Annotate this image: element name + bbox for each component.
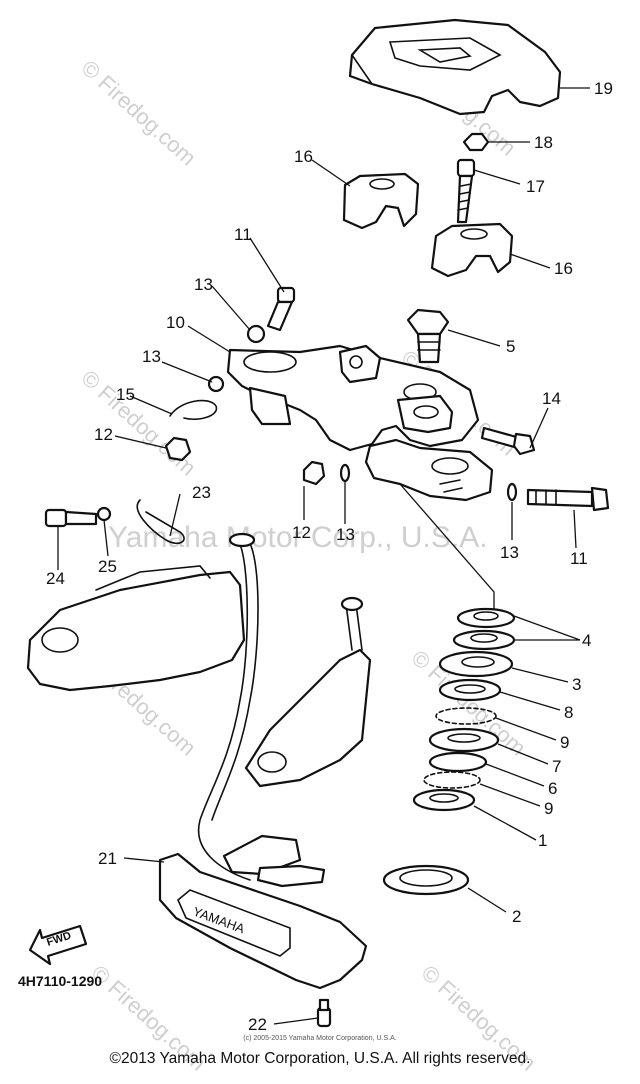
part-19-handle-cover xyxy=(348,18,562,116)
part-5-bolt xyxy=(406,308,450,364)
callout-10: 10 xyxy=(166,313,185,332)
callout-19: 19 xyxy=(594,79,613,98)
part-23-spring xyxy=(136,499,185,545)
copyright-footer: ©2013 Yamaha Motor Corporation, U.S.A. A… xyxy=(109,1050,531,1067)
part-24-bolt xyxy=(44,508,98,528)
callout-21: 21 xyxy=(98,849,117,868)
watermark-site: © Firedog.com xyxy=(77,55,201,170)
part-3-washer xyxy=(438,650,514,678)
callout-17: 17 xyxy=(526,177,545,196)
callout-3: 3 xyxy=(572,675,581,694)
callout-1: 1 xyxy=(538,831,547,850)
callout-14: 14 xyxy=(542,389,561,408)
callout-6: 6 xyxy=(548,779,557,798)
part-10-upper-bracket xyxy=(226,344,480,452)
callout-13: 13 xyxy=(194,275,213,294)
callout-16: 16 xyxy=(554,259,573,278)
watermark-site: © Firedog.com xyxy=(77,365,201,480)
part-9-balls-upper xyxy=(435,707,497,725)
part-steering-lower-clamp xyxy=(364,438,494,502)
part-11-bolt-top xyxy=(266,286,296,332)
part-21-emblem-panel: YAMAHA xyxy=(158,852,368,990)
callout-25: 25 xyxy=(98,557,117,576)
part-12-nut xyxy=(164,436,192,462)
part-4-ring-nuts xyxy=(452,607,516,651)
part-7-race-upper xyxy=(428,727,500,753)
callout-16: 16 xyxy=(294,147,313,166)
part-headlight-stay-right xyxy=(222,596,372,888)
callout-8: 8 xyxy=(564,703,573,722)
leader-lines xyxy=(57,87,590,1025)
callout-18: 18 xyxy=(534,133,553,152)
part-25-washer xyxy=(96,506,112,522)
part-2-dust-seal xyxy=(382,864,470,896)
part-16-upper-holder-right xyxy=(430,222,514,278)
part-13-washer xyxy=(506,482,518,502)
part-9-balls-lower xyxy=(423,771,481,789)
callout-13: 13 xyxy=(500,543,519,562)
part-13-washer xyxy=(339,463,351,483)
part-12-nut xyxy=(302,460,326,486)
callout-15: 15 xyxy=(116,385,135,404)
part-6-race-lower xyxy=(428,751,488,773)
callout-2: 2 xyxy=(512,907,521,926)
part-16-upper-holder-left xyxy=(342,172,420,230)
part-22-bolt xyxy=(316,998,332,1028)
part-13-washer xyxy=(207,375,225,393)
part-14-bolt xyxy=(480,426,536,456)
callout-labels: 19 18 17 16 16 11 13 10 5 13 15 14 12 12… xyxy=(46,79,613,1034)
callout-22: 22 xyxy=(248,1015,267,1034)
part-11-bolt-long xyxy=(526,486,610,512)
part-15-clip xyxy=(169,399,218,421)
callout-12: 12 xyxy=(94,425,113,444)
callout-11: 11 xyxy=(234,225,252,244)
callout-9: 9 xyxy=(544,799,553,818)
callout-13: 13 xyxy=(336,525,355,544)
part-8-bearing-cover xyxy=(438,678,502,702)
part-18-nut xyxy=(462,132,490,152)
callout-23: 23 xyxy=(192,483,211,502)
callout-12: 12 xyxy=(292,523,311,542)
small-copyright-note: (c) 2005-2015 Yamaha Motor Corporation, … xyxy=(243,1035,397,1042)
callout-7: 7 xyxy=(552,757,561,776)
diagram-code: 4H7110-1290 xyxy=(18,973,103,989)
callout-9: 9 xyxy=(560,733,569,752)
callout-24: 24 xyxy=(46,569,65,588)
callout-13: 13 xyxy=(142,347,161,366)
callout-11: 11 xyxy=(570,549,588,568)
callout-4: 4 xyxy=(582,631,591,650)
part-13-washer xyxy=(246,324,266,344)
callout-5: 5 xyxy=(506,337,515,356)
fwd-arrow-icon: FWD xyxy=(28,924,88,966)
part-17-bolt xyxy=(456,158,476,224)
part-1-bearing-seat xyxy=(412,788,476,812)
part-headlight-stay xyxy=(26,532,259,881)
